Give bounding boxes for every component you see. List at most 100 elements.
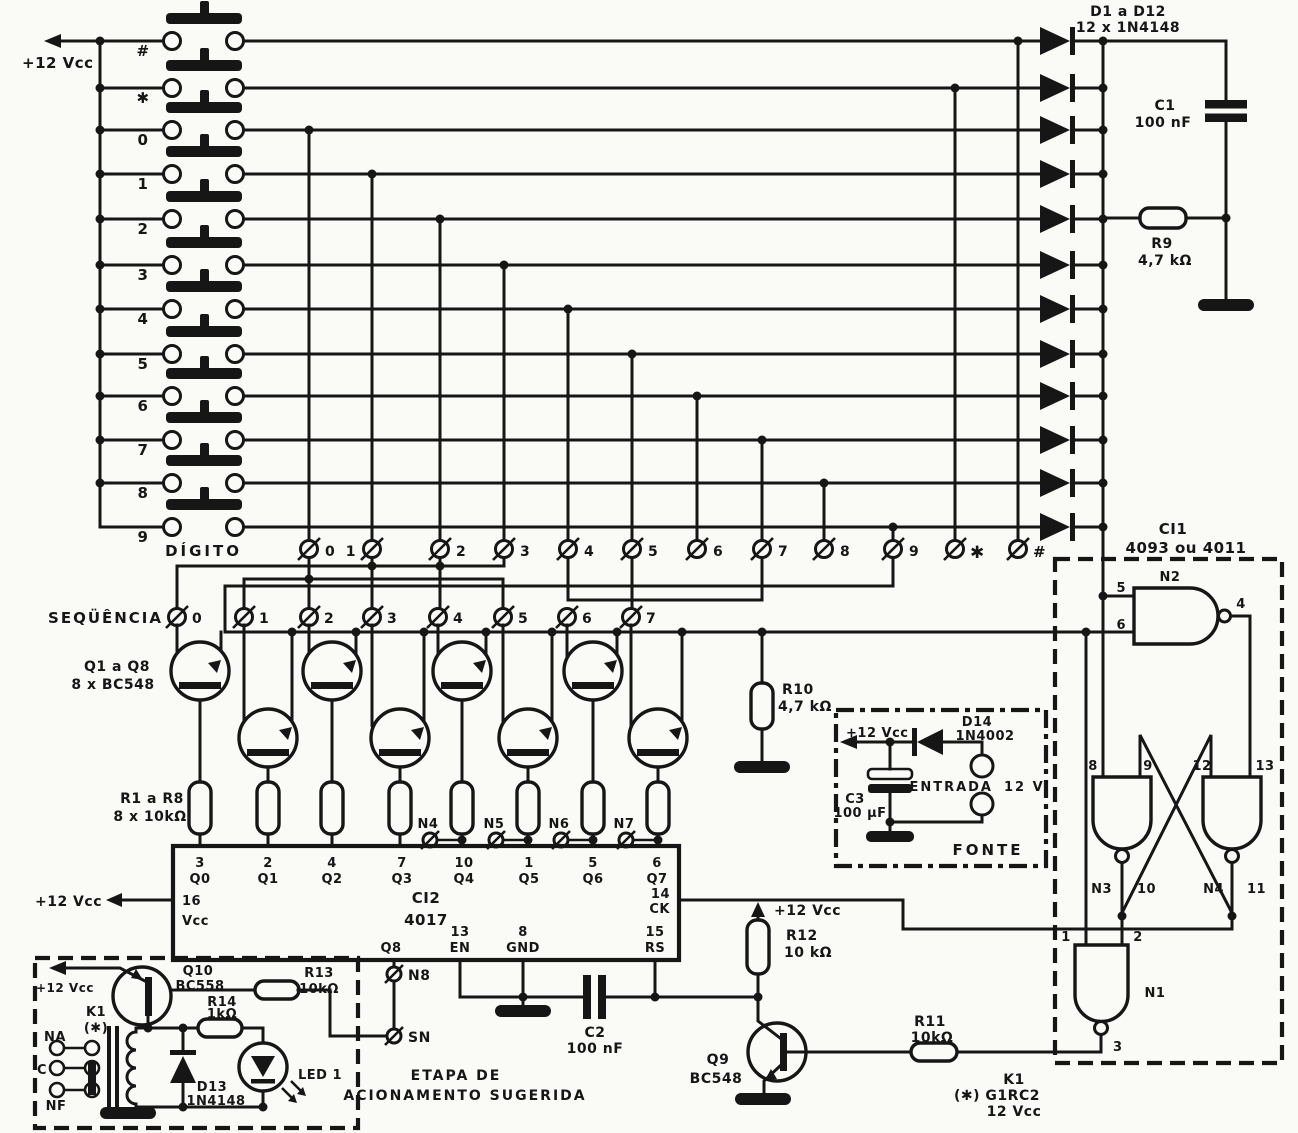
digit-terminal-label: 2 bbox=[456, 544, 466, 560]
ground-symbol bbox=[1198, 299, 1254, 311]
c1-capacitor-plate bbox=[1205, 113, 1247, 122]
digit-terminal-6[interactable] bbox=[684, 536, 710, 562]
key-switch-3[interactable] bbox=[162, 223, 245, 275]
digit-terminal-label: 1 bbox=[346, 544, 356, 560]
n3-pin8: 8 bbox=[1088, 759, 1098, 774]
key-switch-9[interactable] bbox=[162, 485, 245, 537]
c1-capacitor-plate bbox=[1205, 100, 1247, 109]
d13-diode bbox=[170, 1056, 196, 1083]
led1-cathode-bar bbox=[251, 1079, 275, 1084]
key-row-wires bbox=[98, 39, 1105, 529]
r13-label: R13 bbox=[304, 966, 334, 981]
base-resistors: N4 N5 N6 N7 R1 a R8 8 x 10kΩ bbox=[113, 780, 671, 851]
key-label: 5 bbox=[138, 355, 149, 373]
diode-array-label-1: D1 a D12 bbox=[1090, 4, 1166, 20]
q9-base-bar bbox=[780, 1033, 787, 1071]
d14-value: 1N4002 bbox=[955, 729, 1014, 744]
key-switch-8[interactable] bbox=[162, 441, 245, 493]
digit-terminal-star[interactable] bbox=[942, 536, 968, 562]
ci2-pin-name: Q6 bbox=[582, 872, 603, 887]
ci1-dashed-box bbox=[1052, 556, 1285, 1066]
key-label: 3 bbox=[138, 266, 149, 284]
key-switch-7[interactable] bbox=[162, 398, 245, 450]
digit-terminal-row: DÍGITO 0 1 2 3 4 5 6 7 8 9 ✱ # bbox=[165, 536, 1046, 563]
q9-emitter-arrow bbox=[765, 1069, 777, 1080]
ci1-name: CI1 bbox=[1159, 520, 1188, 538]
seq-terminal-label: 6 bbox=[582, 611, 592, 627]
c1-label: C1 bbox=[1154, 98, 1175, 114]
ci2-pin13: 13 bbox=[450, 925, 469, 940]
etapa-label-2: ACIONAMENTO SUGERIDA bbox=[343, 1088, 586, 1104]
q10-label: Q10 bbox=[183, 964, 214, 979]
digit-terminal-8[interactable] bbox=[811, 536, 837, 562]
digit-terminal-label: 5 bbox=[648, 544, 658, 560]
c3-value: 100 µF bbox=[833, 806, 886, 821]
c1-value: 100 nF bbox=[1135, 115, 1192, 131]
gate-n4-bubble bbox=[1224, 848, 1240, 864]
q9-part: BC548 bbox=[690, 1071, 743, 1087]
key-switch-1[interactable] bbox=[162, 132, 245, 184]
n8-terminal[interactable] bbox=[383, 963, 405, 985]
digit-terminal-hash[interactable] bbox=[1005, 536, 1031, 562]
oneshot-network: N8 SN C2 100 nF +12 Vcc R12 10 kΩ Q9 BC5… bbox=[343, 898, 1234, 1120]
ci2-pin-name: Q7 bbox=[646, 872, 667, 887]
ground-symbol bbox=[866, 831, 914, 842]
etapa-dashed-box bbox=[32, 955, 361, 1131]
transistor-q10 bbox=[111, 965, 173, 1027]
ci2-4017: CI2 4017 3 Q0 2 Q1 4 Q2 7 Q3 10 Q4 1 Q5 … bbox=[35, 843, 682, 963]
entrada-terminal-positive[interactable] bbox=[969, 753, 995, 779]
entrada-terminal-negative[interactable] bbox=[969, 791, 995, 817]
d14-diode bbox=[917, 729, 943, 755]
key-switch-2[interactable] bbox=[162, 177, 245, 229]
key-label: 0 bbox=[138, 131, 149, 149]
r12-vcc-label: +12 Vcc bbox=[774, 903, 841, 919]
r9-label: R9 bbox=[1151, 236, 1173, 252]
c2-value: 100 nF bbox=[567, 1041, 624, 1057]
n4-pin11: 11 bbox=[1247, 882, 1266, 897]
n1-pin3: 3 bbox=[1113, 1040, 1123, 1055]
n2-pin6: 6 bbox=[1116, 618, 1126, 633]
key-switch-4[interactable] bbox=[162, 267, 245, 319]
diode-array-label-2: 12 x 1N4148 bbox=[1076, 20, 1180, 36]
key-label: 9 bbox=[138, 528, 149, 546]
diode-array: D1 a D12 12 x 1N4148 bbox=[1040, 4, 1180, 779]
q10-part: BC558 bbox=[175, 979, 224, 994]
r10-label: R10 bbox=[782, 682, 814, 698]
q10-base-bar bbox=[145, 977, 152, 1016]
r14-value: 1kΩ bbox=[207, 1007, 237, 1022]
ci2-pin16: 16 bbox=[182, 894, 201, 909]
key-label: 8 bbox=[138, 484, 149, 502]
relay-vcc-arrow-head bbox=[49, 961, 66, 975]
r12-resistor bbox=[745, 918, 771, 976]
d14-label: D14 bbox=[962, 715, 992, 730]
ci2-gnd: GND bbox=[506, 941, 540, 956]
ci2-pin-name: Q3 bbox=[391, 872, 412, 887]
ci2-pin-name: Q5 bbox=[518, 872, 539, 887]
ci1-part: 4093 ou 4011 bbox=[1126, 539, 1247, 557]
r10-pulldown: R10 4,7 kΩ bbox=[734, 630, 832, 773]
key-switch-hash[interactable] bbox=[162, 0, 245, 51]
ground-symbol bbox=[735, 1093, 791, 1105]
ci2-pin-number: 7 bbox=[397, 856, 407, 871]
n2-pin4: 4 bbox=[1236, 597, 1246, 612]
key-label: # bbox=[136, 42, 149, 60]
vcc-arrow-head bbox=[44, 34, 61, 48]
key-label: 2 bbox=[138, 220, 149, 238]
r14-label: R14 bbox=[207, 995, 237, 1010]
q1q8-label-2: 8 x BC548 bbox=[71, 677, 154, 693]
digit-terminal-label: 4 bbox=[584, 544, 594, 560]
seq-terminal-label: 3 bbox=[387, 611, 397, 627]
r10-value: 4,7 kΩ bbox=[778, 699, 832, 715]
fonte-vcc-arrow-head bbox=[840, 735, 857, 749]
transistor-q1 bbox=[169, 640, 231, 702]
c3-label: C3 bbox=[845, 792, 865, 807]
ci2-pin-number: 1 bbox=[524, 856, 534, 871]
seq-terminal-label: 0 bbox=[192, 611, 202, 627]
ci2-en: EN bbox=[450, 941, 471, 956]
r1r8-label-1: R1 a R8 bbox=[120, 791, 184, 807]
gate-n1-body bbox=[1073, 943, 1130, 1024]
key-switch-star[interactable] bbox=[162, 46, 245, 98]
n5-label: N5 bbox=[484, 817, 505, 832]
key-switch-5[interactable] bbox=[162, 312, 245, 364]
